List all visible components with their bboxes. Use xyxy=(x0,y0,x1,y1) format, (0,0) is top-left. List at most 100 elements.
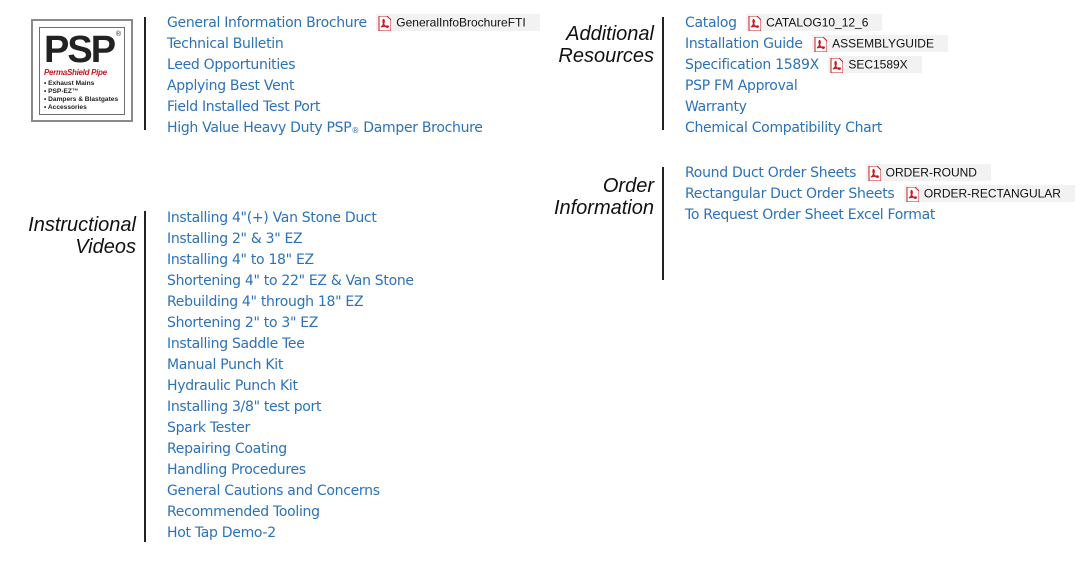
list-item: Leed Opportunities xyxy=(167,54,540,75)
heading-line: Additional xyxy=(566,23,654,45)
list-item: Shortening 4" to 22" EZ & Van Stone xyxy=(167,270,414,291)
divider-general xyxy=(144,17,146,130)
divider-videos xyxy=(144,211,146,542)
video-links: Installing 4"(+) Van Stone Duct Installi… xyxy=(167,207,414,543)
list-item: Rebuilding 4" through 18" EZ xyxy=(167,291,414,312)
pdf-attachment[interactable]: SEC1589X xyxy=(828,56,922,74)
link-rectangular-duct-order-sheets[interactable]: Rectangular Duct Order Sheets xyxy=(685,186,895,202)
list-item: Installation Guide ASSEMBLYGUIDE xyxy=(685,33,948,54)
pdf-icon xyxy=(814,36,828,52)
list-item: General Cautions and Concerns xyxy=(167,480,414,501)
list-item: General Information Brochure GeneralInfo… xyxy=(167,12,540,33)
general-links: General Information Brochure GeneralInfo… xyxy=(167,12,540,138)
link-request-excel-format[interactable]: To Request Order Sheet Excel Format xyxy=(685,207,936,223)
pdf-filename: CATALOG10_12_6 xyxy=(766,15,869,30)
logo-brand: PermaShield Pipe xyxy=(44,68,107,77)
list-item: Hot Tap Demo-2 xyxy=(167,522,414,543)
list-item: Shortening 2" to 3" EZ xyxy=(167,312,414,333)
additional-links: Catalog CATALOG10_12_6 Installation Guid… xyxy=(685,12,948,138)
heading-line: Instructional xyxy=(28,214,136,236)
link-video[interactable]: Shortening 4" to 22" EZ & Van Stone xyxy=(167,273,414,289)
pdf-icon xyxy=(906,186,919,202)
psp-logo: PSP ® PermaShield Pipe • Exhaust Mains •… xyxy=(31,19,133,122)
list-item: Installing 4"(+) Van Stone Duct xyxy=(167,207,414,228)
pdf-icon xyxy=(748,15,762,31)
list-item: Specification 1589X SEC1589X xyxy=(685,54,948,75)
link-leed-opportunities[interactable]: Leed Opportunities xyxy=(167,57,296,73)
heading-line: Order xyxy=(602,175,654,197)
link-video[interactable]: Handling Procedures xyxy=(167,462,306,478)
list-item: Catalog CATALOG10_12_6 xyxy=(685,12,948,33)
link-general-information-brochure[interactable]: General Information Brochure xyxy=(167,15,367,31)
pdf-attachment[interactable]: ASSEMBLYGUIDE xyxy=(812,35,948,53)
link-text: High Value Heavy Duty PSP xyxy=(167,120,352,136)
pdf-icon xyxy=(830,57,844,73)
link-video[interactable]: Manual Punch Kit xyxy=(167,357,284,373)
list-item: Rectangular Duct Order Sheets ORDER-RECT… xyxy=(685,183,1075,204)
link-psp-fm-approval[interactable]: PSP FM Approval xyxy=(685,78,798,94)
pdf-attachment[interactable]: GeneralInfoBrochureFTI xyxy=(376,14,540,32)
order-links: Round Duct Order Sheets ORDER-ROUND Rect… xyxy=(685,162,1075,225)
list-item: Round Duct Order Sheets ORDER-ROUND xyxy=(685,162,1075,183)
heading-order-information: Order Information xyxy=(520,175,654,219)
link-applying-best-vent[interactable]: Applying Best Vent xyxy=(167,78,295,94)
link-video[interactable]: Recommended Tooling xyxy=(167,504,320,520)
link-video[interactable]: General Cautions and Concerns xyxy=(167,483,380,499)
link-round-duct-order-sheets[interactable]: Round Duct Order Sheets xyxy=(685,165,857,181)
logo-registered-mark: ® xyxy=(115,31,121,38)
link-text: Damper Brochure xyxy=(359,120,483,136)
link-video[interactable]: Hydraulic Punch Kit xyxy=(167,378,298,394)
link-video[interactable]: Shortening 2" to 3" EZ xyxy=(167,315,319,331)
list-item: Chemical Compatibility Chart xyxy=(685,117,948,138)
list-item: To Request Order Sheet Excel Format xyxy=(685,204,1075,225)
link-catalog[interactable]: Catalog xyxy=(685,15,737,31)
heading-line: Videos xyxy=(75,236,136,258)
logo-title: PSP xyxy=(44,29,116,71)
logo-item: • Dampers & Blastgates xyxy=(44,96,119,103)
link-warranty[interactable]: Warranty xyxy=(685,99,747,115)
pdf-attachment[interactable]: ORDER-RECTANGULAR xyxy=(903,185,1075,203)
divider-additional xyxy=(662,17,664,130)
pdf-filename: ASSEMBLYGUIDE xyxy=(832,36,934,51)
pdf-filename: GeneralInfoBrochureFTI xyxy=(396,15,526,30)
pdf-filename: SEC1589X xyxy=(848,57,908,72)
link-video[interactable]: Hot Tap Demo-2 xyxy=(167,525,276,541)
logo-item: • Accessories xyxy=(44,104,87,111)
link-video[interactable]: Spark Tester xyxy=(167,420,251,436)
pdf-icon xyxy=(378,15,392,31)
pdf-attachment[interactable]: CATALOG10_12_6 xyxy=(746,14,883,32)
registered-mark: ® xyxy=(351,126,360,135)
link-technical-bulletin[interactable]: Technical Bulletin xyxy=(167,36,284,52)
link-video[interactable]: Installing 4"(+) Van Stone Duct xyxy=(167,210,377,226)
link-field-installed-test-port[interactable]: Field Installed Test Port xyxy=(167,99,321,115)
list-item: Applying Best Vent xyxy=(167,75,540,96)
list-item: Spark Tester xyxy=(167,417,414,438)
list-item: High Value Heavy Duty PSP® Damper Brochu… xyxy=(167,117,540,138)
link-video[interactable]: Installing 3/8" test port xyxy=(167,399,322,415)
heading-additional-resources: Additional Resources xyxy=(520,23,654,67)
list-item: Technical Bulletin xyxy=(167,33,540,54)
list-item: Installing 4" to 18" EZ xyxy=(167,249,414,270)
divider-order xyxy=(662,167,664,280)
list-item: Installing Saddle Tee xyxy=(167,333,414,354)
list-item: Field Installed Test Port xyxy=(167,96,540,117)
list-item: PSP FM Approval xyxy=(685,75,948,96)
heading-line: Resources xyxy=(558,45,654,67)
link-video[interactable]: Installing 4" to 18" EZ xyxy=(167,252,314,268)
link-video[interactable]: Installing 2" & 3" EZ xyxy=(167,231,303,247)
heading-instructional-videos: Instructional Videos xyxy=(2,214,136,258)
pdf-filename: ORDER-RECTANGULAR xyxy=(923,186,1061,201)
link-video[interactable]: Repairing Coating xyxy=(167,441,287,457)
list-item: Repairing Coating xyxy=(167,438,414,459)
pdf-filename: ORDER-ROUND xyxy=(885,165,977,180)
list-item: Installing 3/8" test port xyxy=(167,396,414,417)
list-item: Recommended Tooling xyxy=(167,501,414,522)
link-specification-1589x[interactable]: Specification 1589X xyxy=(685,57,819,73)
link-installation-guide[interactable]: Installation Guide xyxy=(685,36,803,52)
logo-item: • PSP-EZ™ xyxy=(44,88,79,95)
link-damper-brochure[interactable]: High Value Heavy Duty PSP® Damper Brochu… xyxy=(167,120,483,136)
pdf-attachment[interactable]: ORDER-ROUND xyxy=(865,164,991,182)
link-video[interactable]: Installing Saddle Tee xyxy=(167,336,305,352)
link-chemical-compatibility-chart[interactable]: Chemical Compatibility Chart xyxy=(685,120,883,136)
link-video[interactable]: Rebuilding 4" through 18" EZ xyxy=(167,294,364,310)
